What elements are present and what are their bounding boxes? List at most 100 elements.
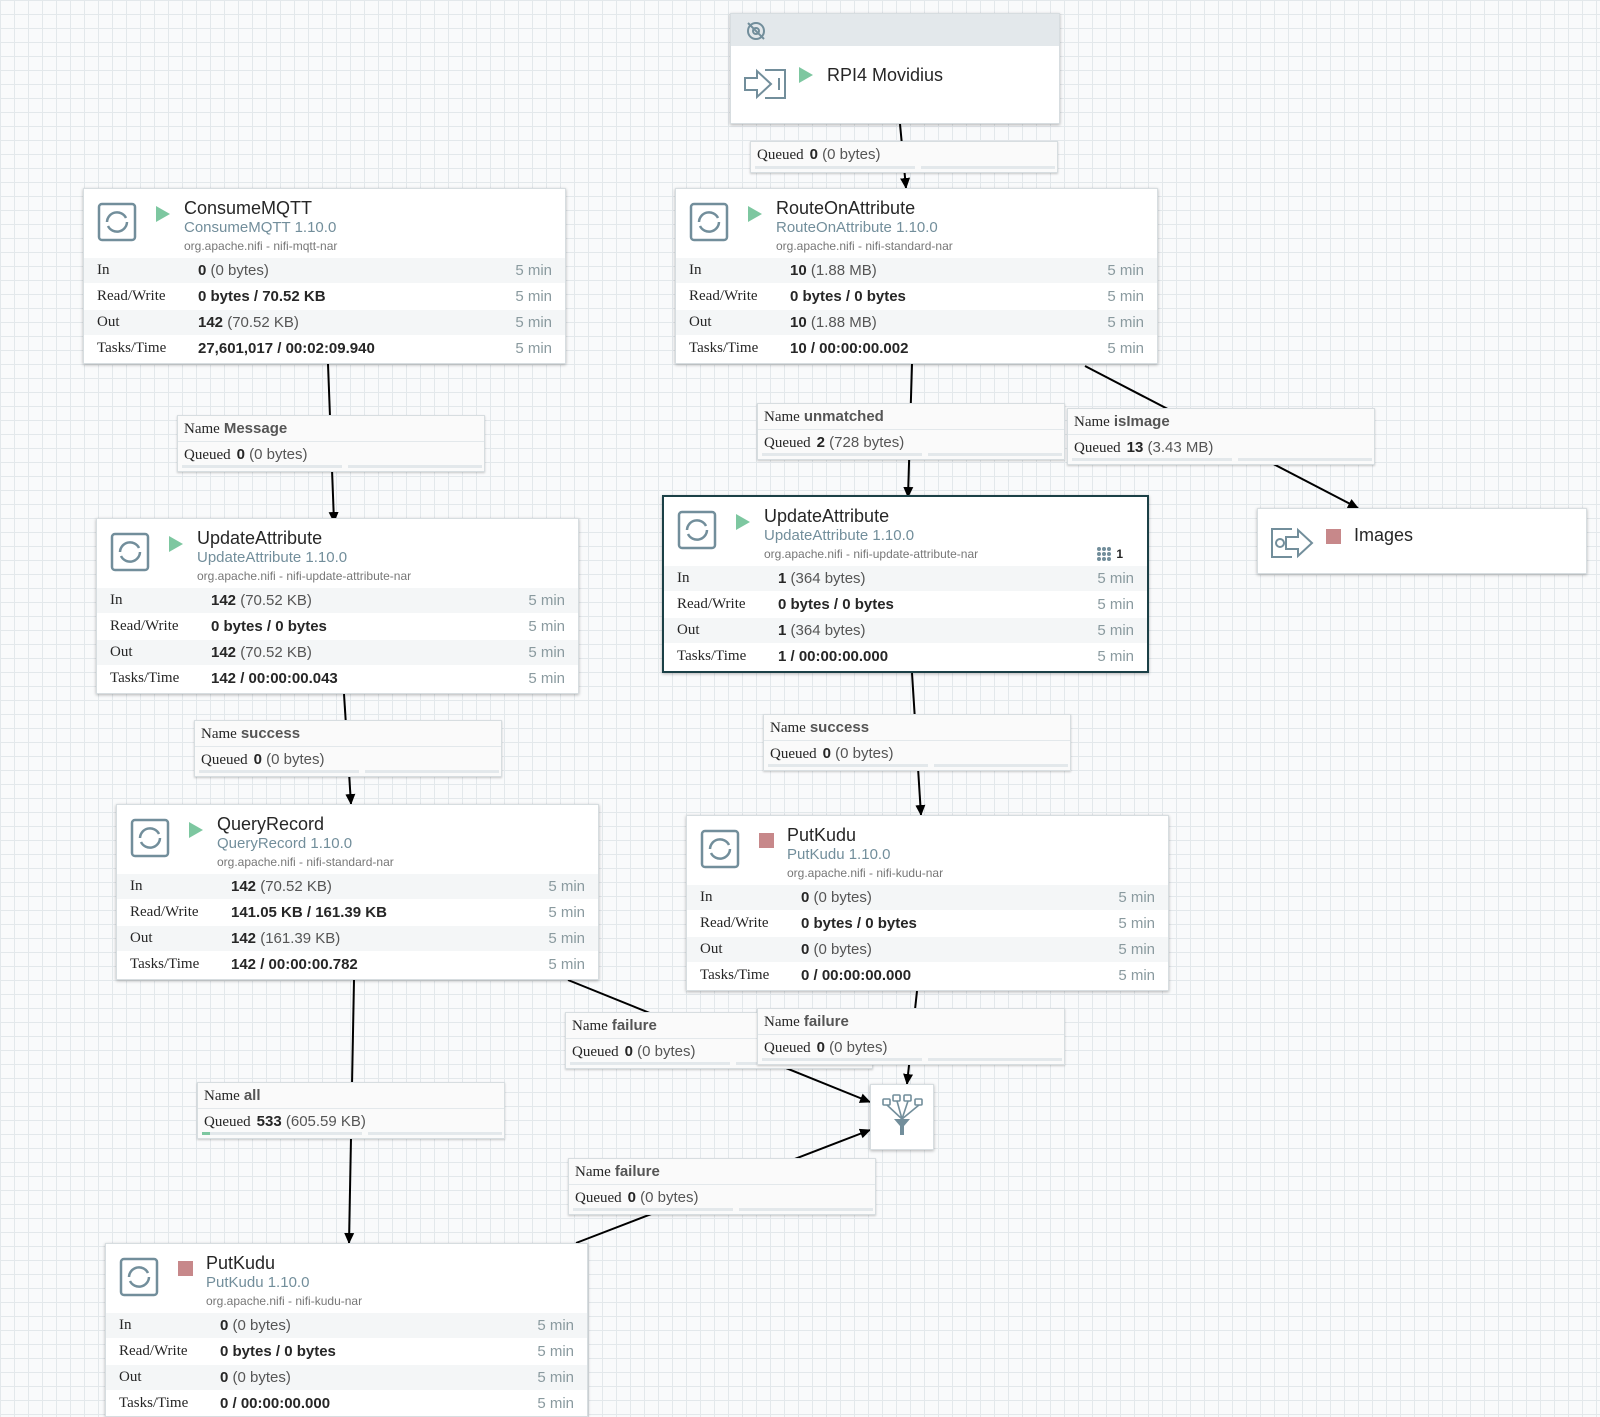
processor-consume-mqtt[interactable]: ConsumeMQTT ConsumeMQTT 1.10.0 org.apach… <box>83 188 566 364</box>
queued-label: Queued <box>572 1044 619 1060</box>
stat-time: 5 min <box>1118 941 1155 958</box>
running-status-icon <box>156 206 170 222</box>
stat-count: 141.05 KB / 161.39 KB <box>231 904 387 921</box>
stopped-status-icon <box>178 1261 193 1276</box>
running-status-icon <box>748 206 762 222</box>
queue-bar-size <box>365 770 499 773</box>
stat-detail: (70.52 KB) <box>240 592 312 609</box>
queued-count: 0 <box>816 1039 825 1056</box>
stat-time: 5 min <box>537 1369 574 1386</box>
queued-label: Queued <box>204 1114 251 1130</box>
queue-bar-count <box>768 764 928 767</box>
funnel-icon <box>882 1094 923 1135</box>
stat-label: Tasks/Time <box>119 1395 189 1411</box>
stat-count: 0 <box>220 1369 229 1386</box>
queue-bar-count <box>182 465 342 468</box>
queued-bytes: (0 bytes) <box>249 446 308 463</box>
stat-count: 0 bytes / 0 bytes <box>790 288 906 305</box>
queued-bytes: (605.59 KB) <box>285 1113 366 1130</box>
name-label: Name <box>572 1018 608 1034</box>
output-port-images[interactable]: Images <box>1257 508 1587 574</box>
processor-name: UpdateAttribute <box>764 506 890 526</box>
stat-detail: (364 bytes) <box>790 570 866 587</box>
processor-update-attribute-right[interactable]: UpdateAttribute UpdateAttribute 1.10.0 o… <box>662 495 1149 673</box>
stat-count: 0 bytes / 0 bytes <box>778 596 894 613</box>
queued-bytes: (0 bytes) <box>829 1039 888 1056</box>
stat-count: 0 / 00:00:00.000 <box>220 1395 331 1412</box>
stat-count: 142 <box>211 644 237 661</box>
stat-time: 5 min <box>1118 967 1155 984</box>
processor-type: UpdateAttribute 1.10.0 <box>197 549 348 566</box>
stat-detail: (1.88 MB) <box>810 262 877 279</box>
stat-time: 5 min <box>1097 622 1134 639</box>
processor-route-on-attribute[interactable]: RouteOnAttribute RouteOnAttribute 1.10.0… <box>675 188 1158 364</box>
name-label: Name <box>764 409 800 425</box>
stat-label: In <box>119 1317 132 1333</box>
connection-name: all <box>243 1087 261 1104</box>
stat-count: 142 <box>211 592 237 609</box>
stat-label: Read/Write <box>130 904 199 920</box>
funnel[interactable] <box>870 1084 934 1150</box>
active-threads-count: 1 <box>1116 547 1123 561</box>
processor-update-attribute-left[interactable]: UpdateAttribute UpdateAttribute 1.10.0 o… <box>96 518 579 694</box>
processor-type: PutKudu 1.10.0 <box>787 846 891 863</box>
stat-time: 5 min <box>528 618 565 635</box>
queue-bar-size <box>928 453 1062 456</box>
stat-time: 5 min <box>515 340 552 357</box>
processor-bundle: org.apache.nifi - nifi-update-attribute-… <box>764 547 979 561</box>
queued-count: 0 <box>624 1043 633 1060</box>
queue-bar-size <box>1238 458 1372 461</box>
processor-put-kudu-left[interactable]: PutKudu PutKudu 1.10.0 org.apache.nifi -… <box>105 1243 588 1417</box>
stat-detail: (1.88 MB) <box>810 314 877 331</box>
queued-count: 533 <box>256 1113 282 1130</box>
queue-bar-size <box>921 166 1055 169</box>
stat-detail: (0 bytes) <box>813 941 872 958</box>
processor-put-kudu-right[interactable]: PutKudu PutKudu 1.10.0 org.apache.nifi -… <box>686 815 1169 991</box>
stat-detail: (0 bytes) <box>232 1369 291 1386</box>
stat-count: 0 <box>801 889 810 906</box>
stat-count: 10 / 00:00:00.002 <box>790 340 909 357</box>
running-status-icon <box>736 514 750 530</box>
stat-count: 142 / 00:00:00.043 <box>211 670 338 687</box>
queued-bytes: (728 bytes) <box>829 434 905 451</box>
running-status-icon <box>799 67 813 83</box>
remote-process-group[interactable]: RPI4 Movidius <box>730 13 1060 124</box>
stat-time: 5 min <box>1118 915 1155 932</box>
stat-detail: (161.39 KB) <box>260 930 341 947</box>
stat-count: 1 / 00:00:00.000 <box>778 648 889 665</box>
processor-query-record[interactable]: QueryRecord QueryRecord 1.10.0 org.apach… <box>116 804 599 980</box>
stat-count: 142 <box>198 314 224 331</box>
stopped-status-icon <box>1326 529 1341 544</box>
stat-detail: (0 bytes) <box>232 1317 291 1334</box>
queued-bytes: (3.43 MB) <box>1147 439 1214 456</box>
stat-count: 142 / 00:00:00.782 <box>231 956 358 973</box>
stat-label: Out <box>119 1369 142 1385</box>
processor-name: ConsumeMQTT <box>184 198 313 218</box>
processor-icon <box>700 829 740 869</box>
